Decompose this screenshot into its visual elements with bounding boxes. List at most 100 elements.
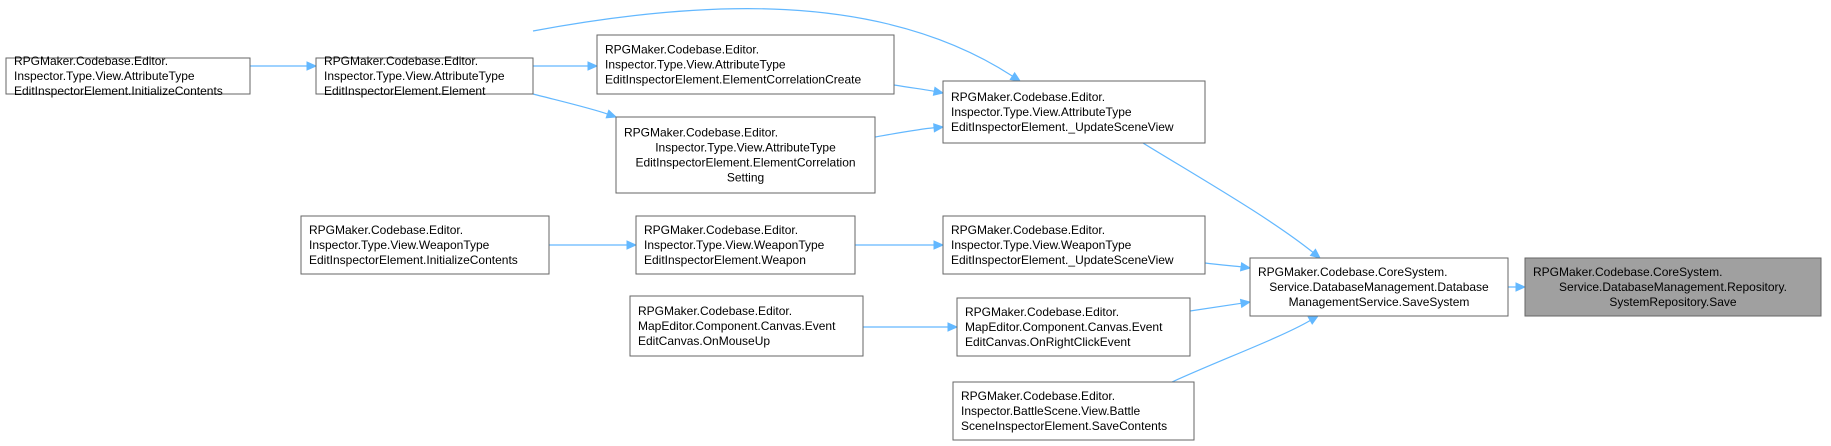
node-init-attr[interactable]: RPGMaker.Codebase.Editor.Inspector.Type.… (5, 54, 251, 98)
arrowhead-icon (605, 109, 618, 119)
edge-battle-to-savesystem (1171, 315, 1320, 383)
edge-line (1204, 262, 1242, 268)
arrowhead-icon (932, 86, 945, 96)
edges-layer (250, 8, 1527, 383)
node-label-line: EditCanvas.OnRightClickEvent (965, 335, 1131, 349)
edge-weapon-update-to-savesystem (1204, 262, 1252, 272)
edge-rightclick-to-savesystem (1189, 298, 1252, 312)
node-weapon-update[interactable]: RPGMaker.Codebase.Editor.Inspector.Type.… (942, 215, 1206, 275)
node-label-line: RPGMaker.Codebase.Editor. (638, 304, 792, 318)
node-label-line: Inspector.Type.View.AttributeType (605, 58, 786, 72)
node-label-line: RPGMaker.Codebase.CoreSystem. (1258, 265, 1447, 279)
node-label-line: RPGMaker.Codebase.Editor. (644, 223, 798, 237)
node-label-line: Inspector.Type.View.WeaponType (644, 238, 825, 252)
node-box (300, 215, 550, 275)
node-label-line: Inspector.Type.View.AttributeType (951, 105, 1132, 119)
node-label-line: MapEditor.Component.Canvas.Event (965, 320, 1163, 334)
edge-line (893, 84, 935, 92)
arrowhead-icon (1239, 298, 1252, 309)
edge-mouseup-to-rightclick (863, 322, 959, 332)
node-label-line: RPGMaker.Codebase.Editor. (965, 305, 1119, 319)
arrowhead-icon (1307, 315, 1320, 325)
node-corr-create[interactable]: RPGMaker.Codebase.Editor.Inspector.Type.… (596, 34, 895, 95)
node-label-line: MapEditor.Component.Canvas.Event (638, 319, 836, 333)
node-box (635, 215, 856, 275)
node-label-line: EditInspectorElement.InitializeContents (14, 84, 223, 98)
edge-init-attr-to-element (250, 61, 318, 71)
edge-corr-create-to-attr-update (893, 84, 945, 96)
node-label-line: ManagementService.SaveSystem (1289, 295, 1470, 309)
node-corr-setting[interactable]: RPGMaker.Codebase.Editor.Inspector.Type.… (615, 116, 876, 194)
node-box (942, 80, 1206, 144)
node-savesystem[interactable]: RPGMaker.Codebase.CoreSystem.Service.Dat… (1249, 257, 1509, 317)
arrowhead-icon (1009, 71, 1022, 82)
arrowhead-icon (1515, 282, 1527, 292)
node-label-line: Inspector.BattleScene.View.Battle (961, 404, 1141, 418)
node-attr-update[interactable]: RPGMaker.Codebase.Editor.Inspector.Type.… (942, 80, 1206, 144)
node-box (952, 381, 1195, 441)
node-box (1249, 257, 1509, 317)
node-label-line: RPGMaker.Codebase.Editor. (14, 54, 168, 68)
edge-element-to-attr-update (532, 8, 1022, 82)
node-label-line: EditInspectorElement._UpdateSceneView (951, 253, 1174, 267)
edge-line (1189, 302, 1242, 312)
edge-corr-setting-to-attr-update (874, 123, 945, 138)
node-label-line: EditInspectorElement.InitializeContents (309, 253, 518, 267)
node-weapon[interactable]: RPGMaker.Codebase.Editor.Inspector.Type.… (635, 215, 856, 275)
arrowhead-icon (933, 240, 945, 250)
node-label-line: Inspector.Type.View.AttributeType (655, 141, 836, 155)
node-weapon-init[interactable]: RPGMaker.Codebase.Editor.Inspector.Type.… (300, 215, 550, 275)
node-label-line: EditInspectorElement._UpdateSceneView (951, 120, 1174, 134)
edge-attr-update-to-savesystem (1142, 142, 1321, 259)
node-label-line: SceneInspectorElement.SaveContents (961, 419, 1167, 433)
node-rightclick[interactable]: RPGMaker.Codebase.Editor.MapEditor.Compo… (956, 297, 1191, 357)
node-label-line: RPGMaker.Codebase.Editor. (605, 43, 759, 57)
node-label-line: Inspector.Type.View.WeaponType (951, 238, 1132, 252)
node-label-line: Inspector.Type.View.WeaponType (309, 238, 490, 252)
node-box (5, 57, 251, 95)
node-repo-save[interactable]: RPGMaker.Codebase.CoreSystem.Service.Dat… (1524, 257, 1822, 317)
node-label-line: RPGMaker.Codebase.Editor. (624, 126, 778, 140)
edge-line (1171, 319, 1311, 383)
node-box (942, 215, 1206, 275)
node-label-line: RPGMaker.Codebase.Editor. (309, 223, 463, 237)
edge-weapon-to-weapon-update (855, 240, 945, 250)
node-label-line: RPGMaker.Codebase.Editor. (961, 389, 1115, 403)
node-box (956, 297, 1191, 357)
arrowhead-icon (587, 61, 599, 71)
node-element[interactable]: RPGMaker.Codebase.Editor.Inspector.Type.… (315, 54, 534, 98)
node-label-line: Service.DatabaseManagement.Database (1269, 280, 1489, 294)
node-mouseup[interactable]: RPGMaker.Codebase.Editor.MapEditor.Compo… (629, 295, 864, 357)
node-label-line: Setting (727, 171, 764, 185)
edge-weapon-init-to-weapon (549, 240, 638, 250)
node-label-line: RPGMaker.Codebase.Editor. (951, 90, 1105, 104)
node-label-line: Inspector.Type.View.AttributeType (324, 69, 505, 83)
edge-savesystem-to-repo-save (1508, 282, 1527, 292)
node-label-line: EditInspectorElement.Element (324, 84, 486, 98)
arrowhead-icon (1239, 262, 1252, 272)
node-label-line: Inspector.Type.View.AttributeType (14, 69, 195, 83)
node-box (596, 34, 895, 95)
node-label-line: SystemRepository.Save (1609, 295, 1736, 309)
arrowhead-icon (947, 322, 959, 332)
node-label-line: EditInspectorElement.ElementCorrelationC… (605, 73, 861, 87)
node-battle[interactable]: RPGMaker.Codebase.Editor.Inspector.Battl… (952, 381, 1195, 441)
node-label-line: EditInspectorElement.Weapon (644, 253, 806, 267)
node-label-line: EditCanvas.OnMouseUp (638, 334, 770, 348)
arrowhead-icon (1309, 248, 1321, 259)
node-label-line: EditInspectorElement.ElementCorrelation (635, 156, 855, 170)
edge-element-to-corr-setting (532, 93, 618, 119)
arrowhead-icon (626, 240, 638, 250)
arrowhead-icon (933, 123, 945, 133)
node-label-line: RPGMaker.Codebase.Editor. (951, 223, 1105, 237)
node-label-line: Service.DatabaseManagement.Repository. (1559, 280, 1787, 294)
node-label-line: RPGMaker.Codebase.Editor. (324, 54, 478, 68)
edge-line (874, 127, 935, 138)
edge-line (532, 8, 1013, 77)
arrowhead-icon (306, 61, 318, 71)
edge-line (1142, 142, 1314, 253)
node-label-line: RPGMaker.Codebase.CoreSystem. (1533, 265, 1722, 279)
edge-element-to-corr-create (533, 61, 599, 71)
nodes-layer: RPGMaker.Codebase.Editor.Inspector.Type.… (5, 34, 1822, 441)
node-box (629, 295, 864, 357)
